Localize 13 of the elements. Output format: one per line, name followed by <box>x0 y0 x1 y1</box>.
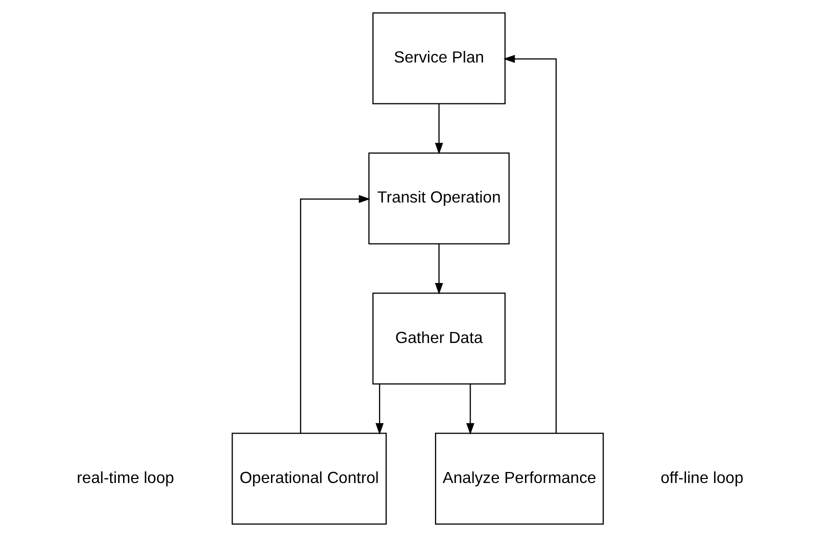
node-box: Analyze Performance <box>434 432 604 525</box>
label: off-line loop <box>660 468 743 487</box>
arrow <box>502 54 556 433</box>
arrow <box>434 244 443 295</box>
node-box: Operational Control <box>231 432 386 525</box>
arrow <box>434 104 443 154</box>
arrow <box>375 384 384 435</box>
node-box: Gather Data <box>372 292 506 384</box>
label: real-time loop <box>76 468 174 487</box>
node-box: Transit Operation <box>368 152 510 244</box>
node-box: Service Plan <box>372 12 506 104</box>
arrow <box>300 194 370 434</box>
arrow <box>466 384 474 435</box>
